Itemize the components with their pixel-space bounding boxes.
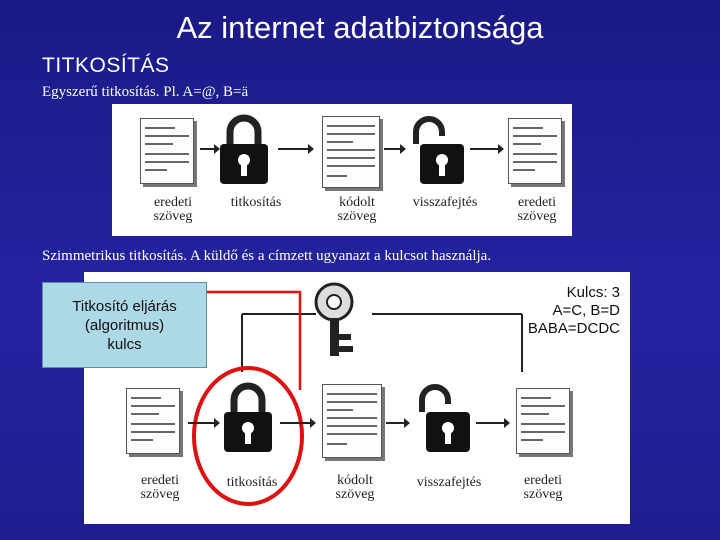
closed-lock-icon <box>224 382 272 452</box>
label-original-text: eredeti szöveg <box>523 473 563 502</box>
arrow-icon <box>470 144 504 154</box>
algorithm-key-callout: Titkosító eljárás (algoritmus) kulcs <box>42 282 207 368</box>
slide-title: Az internet adatbiztonsága <box>176 10 544 45</box>
label-original-text: eredeti szöveg <box>517 195 557 224</box>
label-original-text: eredeti szöveg <box>140 473 180 502</box>
simple-encryption-panel: eredeti szöveg titkosítás kódolt szöveg … <box>112 104 572 236</box>
arrow-icon <box>278 144 314 154</box>
label-encoded-text: kódolt szöveg <box>337 195 377 224</box>
slide-subtitle: TITKOSÍTÁS <box>42 54 170 77</box>
open-lock-icon <box>413 116 464 184</box>
arrow-icon <box>280 418 316 428</box>
open-lock-icon <box>419 384 470 452</box>
encoded-document-icon <box>322 384 382 458</box>
label-encryption: titkosítás <box>230 195 282 210</box>
label-encryption: titkosítás <box>226 475 278 490</box>
arrow-icon <box>200 144 220 154</box>
closed-lock-icon <box>220 114 268 184</box>
original-document-icon <box>126 388 180 454</box>
arrow-icon <box>384 144 406 154</box>
symmetric-encryption-caption: Szimmetrikus titkosítás. A küldő és a cí… <box>42 248 492 264</box>
arrow-icon <box>386 418 410 428</box>
decrypted-document-icon <box>508 118 562 184</box>
label-original-text: eredeti szöveg <box>153 195 193 224</box>
arrow-icon <box>476 418 510 428</box>
key-example-text: Kulcs: 3 A=C, B=D BABA=DCDC <box>527 284 620 337</box>
label-decryption: visszafejtés <box>412 195 478 210</box>
key-connector-lines <box>241 313 523 372</box>
key-icon <box>314 282 354 356</box>
original-document-icon <box>140 118 194 184</box>
label-decryption: visszafejtés <box>416 475 482 490</box>
simple-encryption-caption: Egyszerű titkosítás. Pl. A=@, B=ä <box>42 84 249 100</box>
arrow-icon <box>188 418 220 428</box>
encoded-document-icon <box>322 116 380 188</box>
label-encoded-text: kódolt szöveg <box>335 473 375 502</box>
decrypted-document-icon <box>516 388 570 454</box>
